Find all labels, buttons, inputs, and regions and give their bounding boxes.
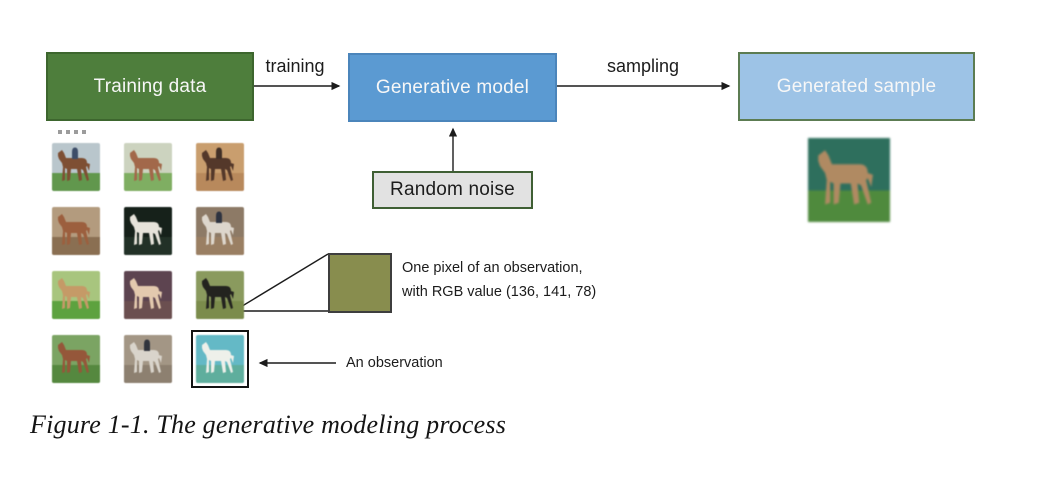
horse-silhouette bbox=[202, 342, 234, 373]
horse-silhouette bbox=[130, 278, 162, 309]
generative-model-label: Generative model bbox=[375, 76, 530, 98]
generated-sample-label: Generated sample bbox=[776, 75, 937, 97]
horse-image bbox=[808, 138, 890, 222]
observation-label: An observation bbox=[346, 355, 443, 371]
horse-image bbox=[52, 143, 100, 191]
horse-image-art bbox=[124, 271, 172, 319]
horse-image-art bbox=[124, 207, 172, 255]
pixel-swatch bbox=[328, 253, 392, 313]
horse-image bbox=[196, 207, 244, 255]
horse-silhouette bbox=[58, 150, 90, 181]
horse-image-art bbox=[124, 143, 172, 191]
horse-image-art bbox=[52, 271, 100, 319]
figure-caption: Figure 1-1. The generative modeling proc… bbox=[30, 410, 507, 439]
horse-silhouette bbox=[58, 342, 90, 373]
rider-silhouette bbox=[72, 147, 78, 159]
horse-image-art bbox=[196, 143, 244, 191]
horse-image bbox=[52, 271, 100, 319]
horse-silhouette bbox=[130, 214, 162, 245]
image-ground bbox=[196, 301, 244, 319]
pixel-callout-line2: with RGB value (136, 141, 78) bbox=[402, 284, 597, 300]
pixel-callout-line1: One pixel of an observation, bbox=[402, 260, 583, 276]
horse-image-art bbox=[52, 335, 100, 383]
horse-image-art bbox=[124, 335, 172, 383]
generated-sample-image bbox=[808, 138, 890, 222]
training-data-label: Training data bbox=[93, 75, 207, 97]
image-ground bbox=[124, 173, 172, 191]
horse-image bbox=[52, 207, 100, 255]
horse-image-art bbox=[196, 207, 244, 255]
image-ground bbox=[196, 365, 244, 383]
rider-silhouette bbox=[144, 339, 150, 351]
image-ground bbox=[124, 237, 172, 255]
image-ground bbox=[52, 237, 100, 255]
generative-model-box: Generative model bbox=[348, 53, 557, 122]
image-ground bbox=[196, 237, 244, 255]
image-ground bbox=[124, 301, 172, 319]
horse-image-art bbox=[52, 143, 100, 191]
training-data-box: Training data bbox=[46, 52, 254, 121]
image-ground bbox=[124, 365, 172, 383]
horse-image bbox=[124, 143, 172, 191]
horse-silhouette bbox=[130, 150, 162, 181]
image-ground bbox=[52, 173, 100, 191]
horse-image bbox=[196, 143, 244, 191]
horse-image-art bbox=[52, 207, 100, 255]
pixel-callout-text: One pixel of an observation, with RGB va… bbox=[402, 256, 596, 304]
image-ground bbox=[196, 173, 244, 191]
training-images-grid bbox=[52, 143, 249, 388]
horse-image bbox=[124, 271, 172, 319]
horse-image-art bbox=[196, 335, 244, 383]
horse-image-art bbox=[808, 138, 890, 222]
horse-image-art bbox=[196, 271, 244, 319]
horse-silhouette bbox=[58, 214, 90, 245]
horse-image bbox=[124, 207, 172, 255]
image-ground bbox=[808, 190, 890, 222]
random-noise-label: Random noise bbox=[390, 179, 515, 200]
image-ground bbox=[52, 301, 100, 319]
training-arrow-label: training bbox=[265, 56, 325, 76]
horse-silhouette bbox=[202, 278, 234, 309]
cropped-image-artifact bbox=[58, 130, 89, 134]
horse-silhouette bbox=[58, 278, 90, 309]
image-ground bbox=[52, 365, 100, 383]
horse-image bbox=[196, 271, 244, 319]
horse-silhouette bbox=[130, 342, 162, 373]
horse-image bbox=[124, 335, 172, 383]
sampling-arrow-label: sampling bbox=[606, 56, 680, 76]
horse-silhouette bbox=[202, 150, 234, 181]
horse-silhouette bbox=[818, 150, 873, 205]
horse-image bbox=[52, 335, 100, 383]
horse-image bbox=[191, 330, 249, 388]
pixel-callout-line-top bbox=[233, 253, 329, 312]
generated-sample-box: Generated sample bbox=[738, 52, 975, 121]
rider-silhouette bbox=[216, 147, 222, 159]
rider-silhouette bbox=[216, 211, 222, 223]
horse-silhouette bbox=[202, 214, 234, 245]
random-noise-box: Random noise bbox=[372, 171, 533, 209]
